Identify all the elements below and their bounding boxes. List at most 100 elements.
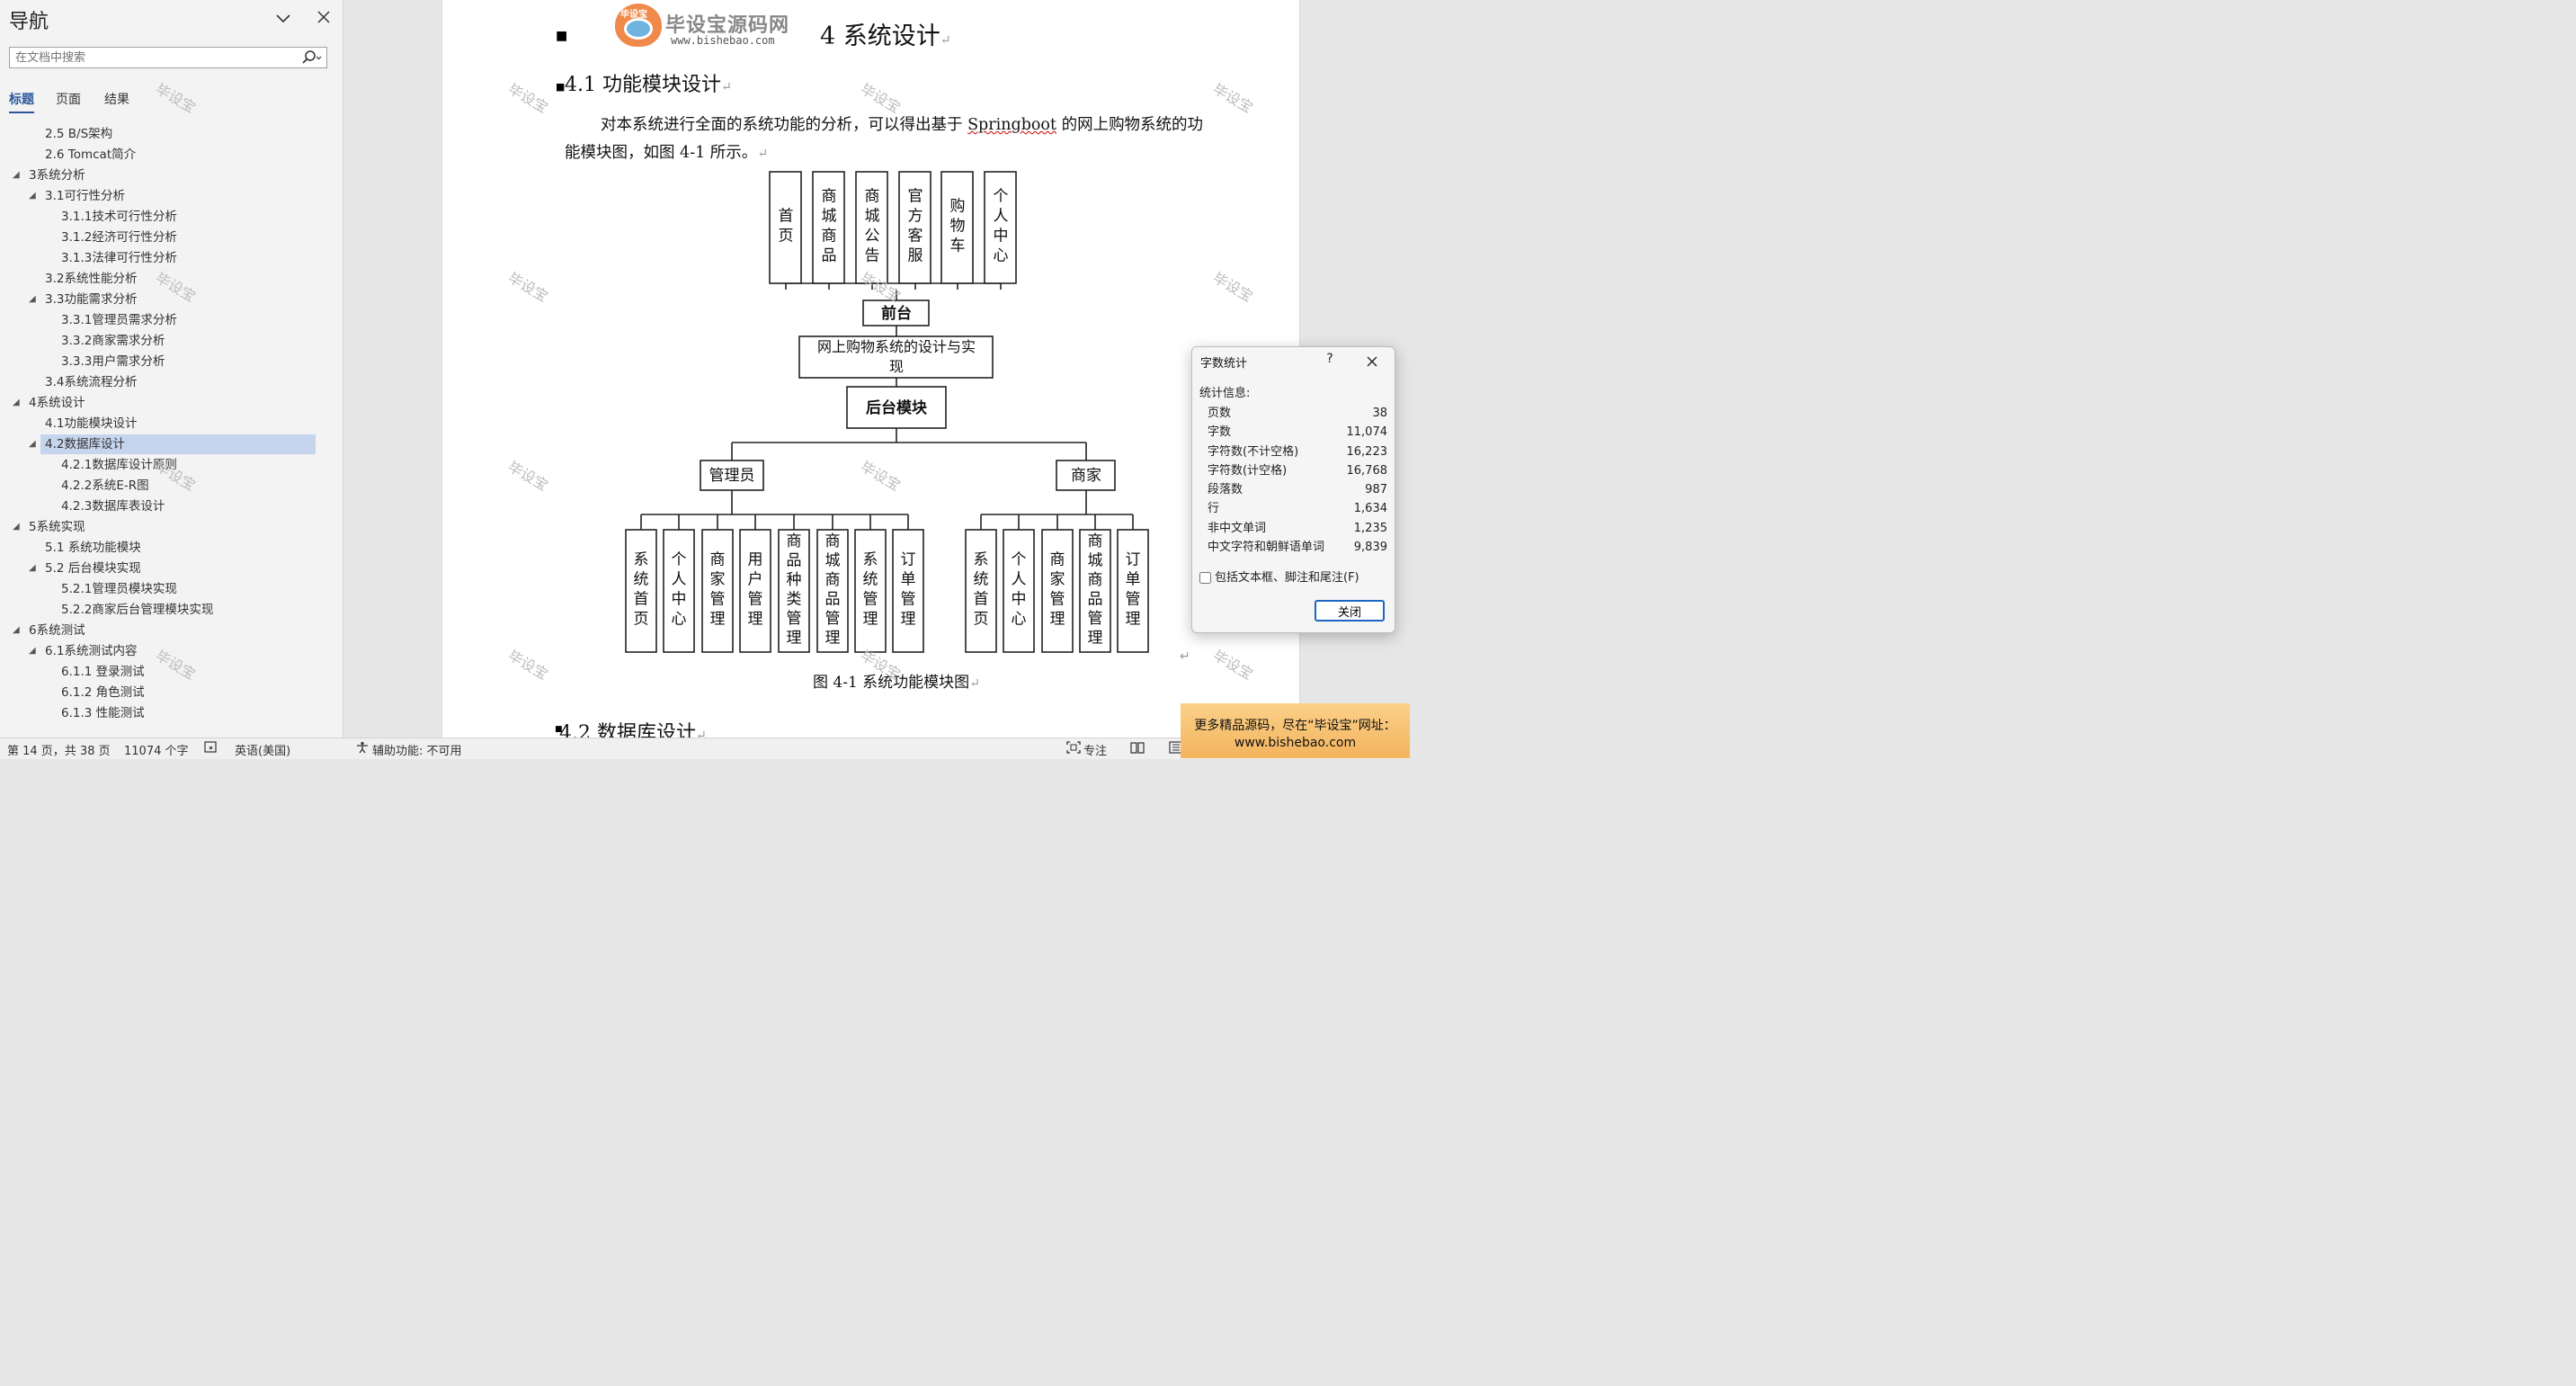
proofing-icon[interactable]: [204, 741, 218, 757]
toc-item[interactable]: 5.2.2商家后台管理模块实现: [61, 600, 213, 620]
collapse-triangle-icon[interactable]: ◢: [29, 563, 36, 573]
stat-label: 字符数(不计空格): [1208, 445, 1299, 459]
nav-search-box: [9, 47, 327, 68]
module-label: 商城商品管理: [1088, 532, 1103, 648]
help-icon[interactable]: ?: [1326, 352, 1333, 366]
toc-label: 4系统设计: [29, 396, 85, 410]
collapse-triangle-icon[interactable]: ◢: [29, 439, 36, 449]
module-label: 官方客服: [908, 187, 923, 264]
toc-label: 6系统测试: [29, 623, 85, 638]
accessibility-status[interactable]: 辅助功能: 不可用: [372, 745, 462, 758]
close-button[interactable]: 关闭: [1315, 600, 1385, 621]
watermark: 毕设宝: [152, 269, 199, 306]
focus-icon[interactable]: [1066, 741, 1081, 757]
stat-row: 字符数(计空格)16,768: [1208, 461, 1387, 480]
toc-item[interactable]: 5.2.1管理员模块实现: [61, 579, 177, 599]
toc-item[interactable]: ◢3.3功能需求分析: [29, 290, 137, 309]
collapse-triangle-icon[interactable]: ◢: [13, 625, 20, 635]
toc-item[interactable]: 3.1.1技术可行性分析: [61, 207, 177, 227]
word-count[interactable]: 11074 个字: [124, 745, 189, 758]
module-label: 商品种类管理: [787, 532, 802, 648]
collapse-triangle-icon[interactable]: ◢: [29, 646, 36, 656]
stat-row: 字符数(不计空格)16,223: [1208, 443, 1387, 461]
toc-item[interactable]: 6.1.1 登录测试: [61, 662, 145, 682]
module-label: 个人中心: [672, 550, 687, 628]
toc-label: 3.1可行性分析: [45, 189, 125, 203]
toc-item[interactable]: ◢5.2 后台模块实现: [29, 559, 141, 578]
body-paragraph[interactable]: 对本系统进行全面的系统功能的分析，可以得出基于 Springboot 的网上购物…: [565, 112, 1212, 168]
language[interactable]: 英语(美国): [235, 745, 291, 758]
toc-item[interactable]: 3.2系统性能分析: [45, 269, 137, 289]
paragraph-mark-icon: ↵: [695, 729, 707, 743]
figure-caption[interactable]: 图 4-1 系统功能模块图↵: [813, 669, 980, 692]
collapse-triangle-icon[interactable]: ◢: [13, 398, 20, 407]
focus-mode[interactable]: 专注: [1083, 745, 1108, 758]
toc-label: 2.5 B/S架构: [45, 127, 113, 141]
tab-results[interactable]: 结果: [104, 93, 129, 107]
toc-item[interactable]: 3.3.3用户需求分析: [61, 352, 165, 371]
read-mode-icon[interactable]: [1130, 741, 1145, 757]
include-textboxes-checkbox-row[interactable]: 包括文本框、脚注和尾注(F): [1199, 568, 1359, 585]
toc-item[interactable]: 6.1.2 角色测试: [61, 683, 145, 702]
toc-label: 3.1.2经济可行性分析: [61, 230, 177, 245]
stat-label: 中文字符和朝鲜语单词: [1208, 541, 1325, 554]
collapse-triangle-icon[interactable]: ◢: [13, 170, 20, 180]
toc-item[interactable]: 3.4系统流程分析: [45, 372, 137, 392]
toc-item[interactable]: 3.3.2商家需求分析: [61, 331, 165, 351]
toc-item[interactable]: 5.1 系统功能模块: [45, 538, 141, 558]
nav-options-chevron-icon[interactable]: [273, 9, 293, 27]
toc-label: 6.1.3 性能测试: [61, 706, 145, 720]
toc-item[interactable]: 2.5 B/S架构: [45, 124, 112, 144]
toc-item[interactable]: ◢5系统实现: [13, 517, 85, 537]
toc-item[interactable]: ◢3系统分析: [13, 165, 85, 185]
accessibility-icon[interactable]: [355, 741, 370, 757]
toc-item[interactable]: ◢ 3.1可行性分析: [29, 186, 125, 206]
heading-1-text: 4 系统设计: [820, 22, 940, 50]
heading-2[interactable]: 4.1 功能模块设计↵: [565, 68, 732, 97]
toc-item[interactable]: 4.2.2系统E-R图: [61, 476, 149, 496]
spellcheck-word[interactable]: Springboot: [967, 116, 1056, 134]
toc-item[interactable]: 6.1.3 性能测试: [61, 703, 145, 723]
toc-item[interactable]: ◢6.1系统测试内容: [29, 641, 137, 661]
body-text: 对本系统进行全面的系统功能的分析，可以得出基于: [601, 116, 968, 134]
nav-search-input[interactable]: [10, 48, 299, 68]
toc-label: 4.2.2系统E-R图: [61, 478, 149, 493]
toc-item[interactable]: 2.6 Tomcat简介: [45, 145, 136, 165]
page-count[interactable]: 第 14 页，共 38 页: [7, 745, 111, 758]
toc-item-selected[interactable]: ◢4.2数据库设计: [29, 434, 316, 454]
toc-item[interactable]: 3.1.2经济可行性分析: [61, 228, 177, 247]
watermark: 毕设宝: [152, 647, 199, 684]
toc-item[interactable]: 3.1.3法律可行性分析: [61, 248, 177, 268]
tab-headings[interactable]: 标题: [9, 90, 34, 113]
toc-item[interactable]: 4.2.3数据库表设计: [61, 496, 165, 516]
watermark: 毕设宝: [152, 80, 199, 117]
collapse-triangle-icon[interactable]: ◢: [29, 294, 36, 304]
collapse-triangle-icon[interactable]: ◢: [13, 522, 20, 532]
stat-label: 字符数(计空格): [1208, 464, 1288, 478]
tab-pages[interactable]: 页面: [56, 93, 81, 107]
toc-item[interactable]: ◢ 4系统设计: [13, 393, 85, 413]
nav-close-icon[interactable]: [315, 8, 333, 26]
statistics-label: 统计信息:: [1199, 387, 1251, 400]
toc-item[interactable]: 4.1功能模块设计: [45, 414, 137, 434]
toc-item[interactable]: 3.3.1管理员需求分析: [61, 310, 177, 330]
ad-banner[interactable]: 更多精品源码，尽在“毕设宝”网址： www.bishebao.com: [1181, 703, 1410, 758]
collapse-triangle-icon[interactable]: ◢: [29, 191, 36, 201]
heading-1[interactable]: 4 系统设计↵: [820, 16, 951, 51]
toc-label: 3.2系统性能分析: [45, 272, 138, 286]
module-label: 商城商品: [822, 187, 837, 264]
heading-2-text: 4.1 功能模块设计: [565, 74, 721, 96]
stat-value: 987: [1365, 483, 1387, 496]
search-icon[interactable]: [299, 49, 323, 66]
toc-label: 2.6 Tomcat简介: [45, 148, 137, 162]
dialog-close-icon[interactable]: [1363, 353, 1381, 371]
stat-value: 1,235: [1353, 522, 1387, 535]
front-label: 前台: [881, 304, 912, 323]
include-textboxes-checkbox[interactable]: [1199, 572, 1211, 584]
toc-item[interactable]: 4.2.1数据库设计原则: [61, 455, 177, 475]
toc-item[interactable]: ◢ 6系统测试: [13, 621, 85, 640]
